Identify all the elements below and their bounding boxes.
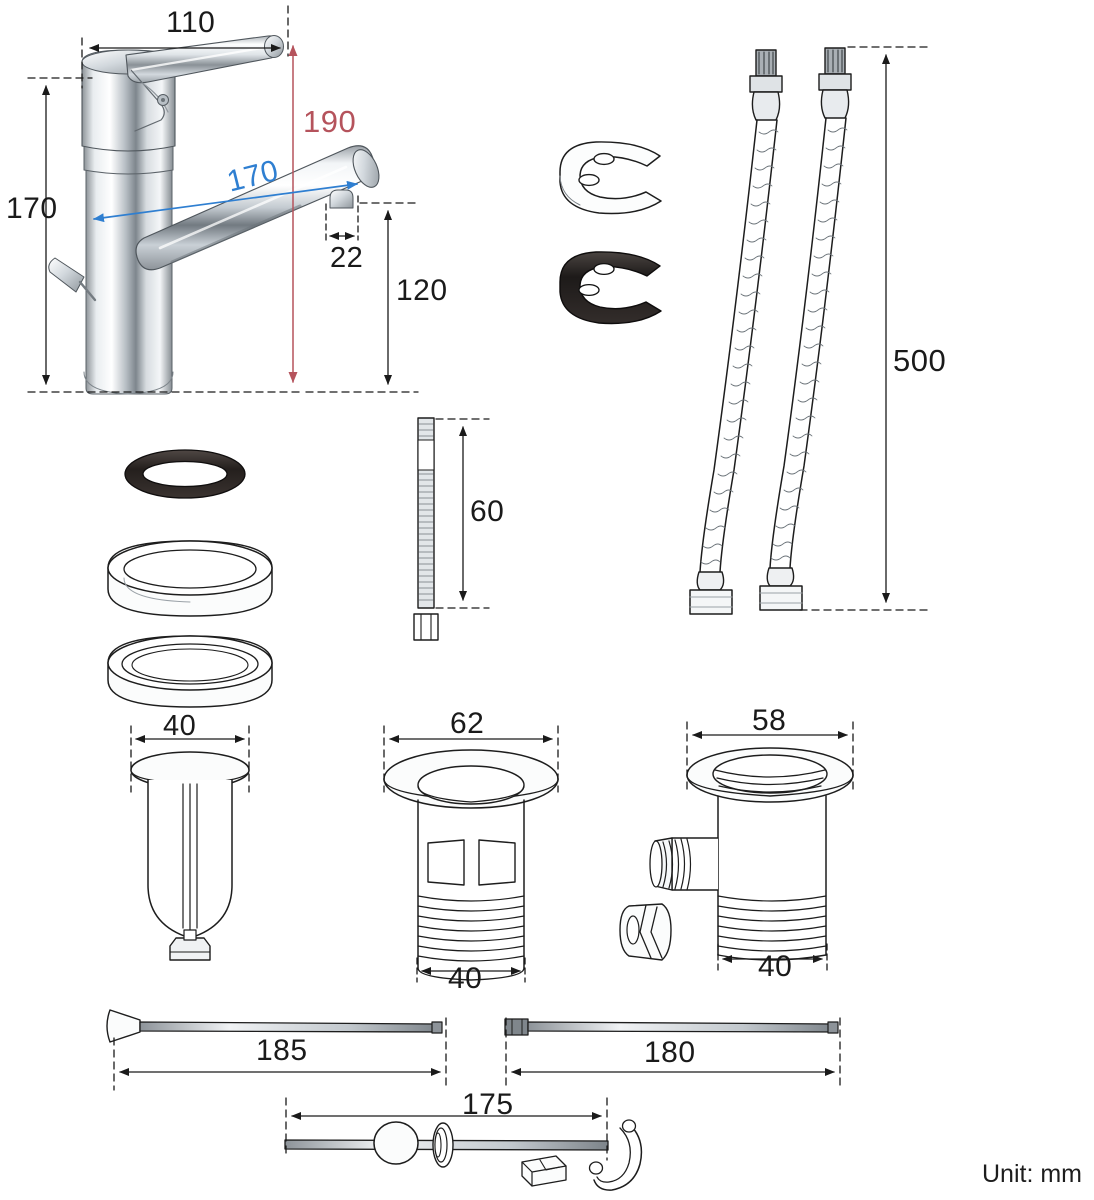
part-rubber-gasket-c xyxy=(559,251,662,325)
unit-note: Unit: mm xyxy=(982,1160,1082,1188)
part-washer-upper xyxy=(107,540,273,617)
dimension-pivot-rod xyxy=(285,1097,608,1161)
dimension-label-body-height: 170 xyxy=(6,192,58,225)
dimension-label-waste-flange-dia: 58 xyxy=(752,704,787,737)
dimension-label-pull-rod-length: 180 xyxy=(644,1036,696,1069)
part-washer-lower xyxy=(107,635,273,708)
dimension-label-lift-rod-length: 185 xyxy=(256,1034,308,1067)
part-braided-hose-1 xyxy=(689,49,783,615)
part-lift-rod xyxy=(106,1009,443,1043)
part-threaded-rod xyxy=(413,417,439,641)
part-drain-body xyxy=(383,749,559,981)
dimension-label-pivot-rod-length: 175 xyxy=(462,1088,514,1121)
part-pivot-rod xyxy=(284,1119,643,1191)
dimension-drain xyxy=(383,725,559,983)
dimension-label-drain-flange-dia: 62 xyxy=(450,707,485,740)
part-o-ring xyxy=(124,449,246,499)
part-faucet xyxy=(48,35,380,395)
dimension-lift-rod xyxy=(113,1017,447,1091)
dimension-label-spout-height: 120 xyxy=(396,274,448,307)
part-waste-fitting xyxy=(619,747,854,961)
dimension-label-handle-length: 110 xyxy=(166,6,216,39)
part-pull-rod xyxy=(504,1018,839,1036)
dimension-label-hose-length: 500 xyxy=(893,343,947,378)
dimension-stopper-dia xyxy=(130,725,250,793)
part-mount-plate xyxy=(559,141,662,215)
dimension-label-total-height: 190 xyxy=(303,104,357,139)
dimension-rod-length xyxy=(435,418,490,609)
dimension-label-aerator-offset: 22 xyxy=(330,242,364,274)
part-pop-up-stopper xyxy=(130,751,250,961)
dimension-waste xyxy=(686,721,854,971)
part-braided-hose-2 xyxy=(759,47,852,611)
dimension-lines-faucet xyxy=(27,5,419,393)
dimension-hose-length xyxy=(799,46,929,611)
dimension-label-drain-body-dia: 40 xyxy=(448,962,483,995)
dimension-label-cartridge-length: 60 xyxy=(470,495,505,528)
dimension-label-stopper-dia: 40 xyxy=(163,710,197,742)
dimension-pull-rod xyxy=(505,1017,841,1091)
dimension-label-waste-body-dia: 40 xyxy=(758,950,793,983)
